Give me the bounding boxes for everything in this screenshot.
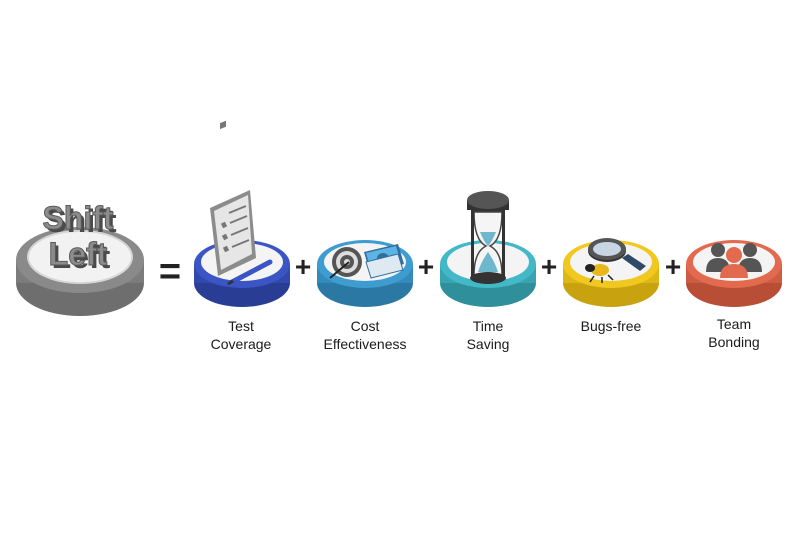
plus-sign-2: + — [418, 251, 434, 282]
platform-bugs-free — [563, 240, 659, 307]
plus-sign-3: + — [541, 251, 557, 282]
label-line1: Test — [228, 318, 254, 334]
label-team-bonding: Team Bonding — [684, 315, 784, 351]
label-cost-effectiveness: Cost Effectiveness — [305, 317, 425, 353]
shift-left-title: Shift Shift Left Left — [42, 200, 117, 276]
target-money-icon — [329, 244, 404, 279]
plus-sign-1: + — [295, 251, 311, 282]
label-line1: Bugs-free — [580, 318, 642, 334]
team-icon — [706, 243, 762, 278]
label-line2: Coverage — [210, 336, 272, 352]
label-bugs-free: Bugs-free — [561, 317, 661, 335]
label-line1: Time — [472, 318, 504, 334]
checklist-pen-icon — [210, 120, 273, 286]
label-line1: Cost — [350, 318, 380, 334]
label-line1: Team — [716, 316, 752, 332]
equals-sign: = — [159, 251, 181, 293]
label-line2: Saving — [466, 336, 510, 352]
label-line2: Effectiveness — [323, 336, 407, 352]
label-time-saving: Time Saving — [438, 317, 538, 353]
label-line2: Bonding — [708, 334, 760, 350]
hourglass-icon — [467, 191, 509, 284]
bug-magnifier-icon — [585, 238, 646, 283]
title-line2: Left — [49, 236, 108, 272]
plus-sign-4: + — [665, 251, 681, 282]
shift-left-platform — [16, 227, 144, 316]
label-test-coverage: Test Coverage — [191, 317, 291, 353]
title-line2-shadow: Left — [52, 239, 111, 275]
title-line1-shadow: Shift — [45, 203, 116, 239]
title-line1: Shift — [42, 200, 113, 236]
